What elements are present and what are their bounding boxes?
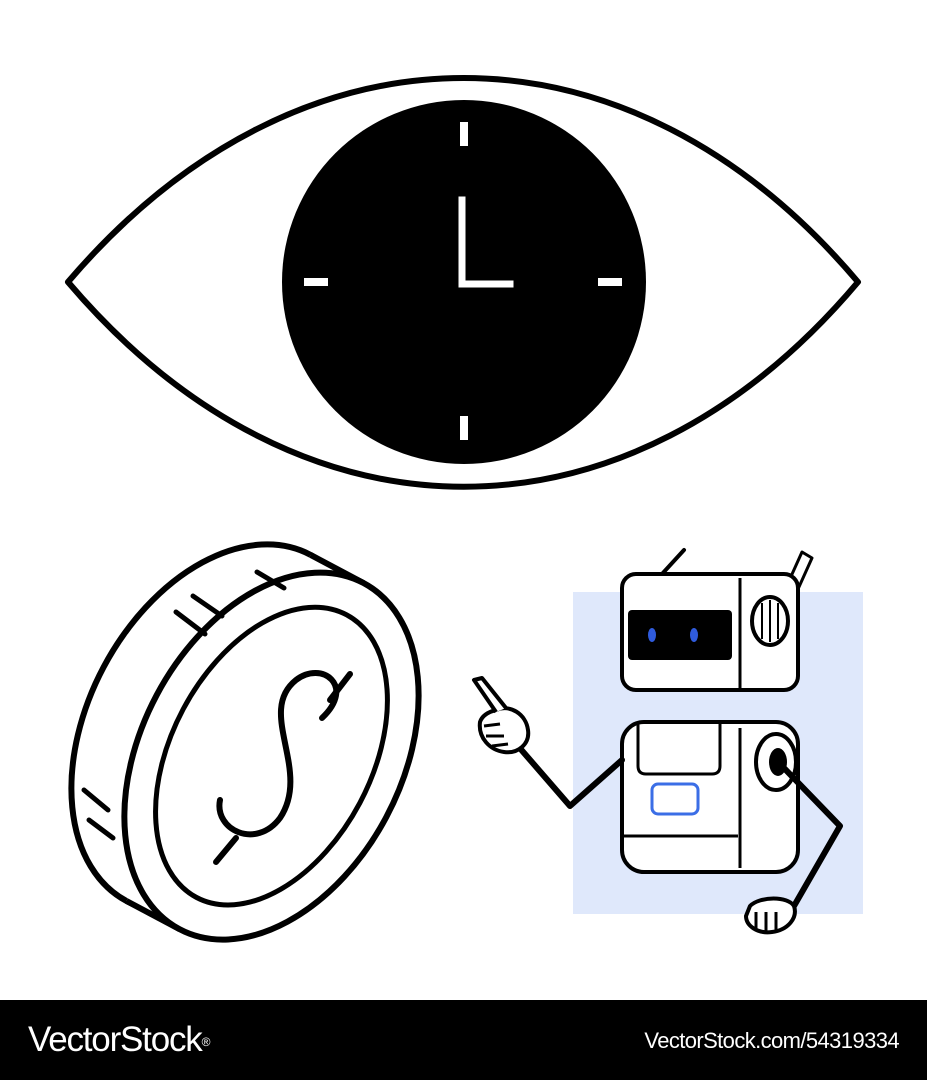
footer-brand-mark: ® (201, 1035, 211, 1049)
coin-edge-marks (81, 569, 287, 841)
footer-brand-text: VectorStock (28, 1020, 203, 1059)
robot-hand-right (744, 896, 797, 935)
coin-icon (68, 541, 422, 943)
robot-eye-left (648, 628, 656, 642)
illustration-canvas (65, 75, 863, 943)
clock-tick-6 (460, 416, 468, 440)
illustration (65, 75, 863, 943)
clock-tick-3 (598, 278, 622, 286)
clock-icon (282, 100, 646, 464)
robot-icon (472, 548, 863, 935)
clock-tick-12 (460, 122, 468, 146)
footer-brand-logo[interactable]: VectorStock® (28, 1020, 211, 1060)
robot-arm-right (779, 763, 843, 909)
footer-bar: VectorStock® VectorStock.com/54319334 (0, 1000, 927, 1080)
robot-eye-right (690, 628, 698, 642)
robot-antenna-left (660, 548, 686, 576)
clock-tick-9 (304, 278, 328, 286)
clock-hands (458, 196, 514, 288)
robot-face-screen (628, 610, 732, 660)
dollar-sign-icon (213, 670, 353, 865)
footer-image-id: VectorStock.com/54319334 (644, 1028, 899, 1053)
robot-arm-left (515, 743, 625, 809)
hand-pointing-icon (472, 676, 531, 755)
robot-body-screen (650, 782, 700, 816)
eye-icon (65, 75, 861, 490)
